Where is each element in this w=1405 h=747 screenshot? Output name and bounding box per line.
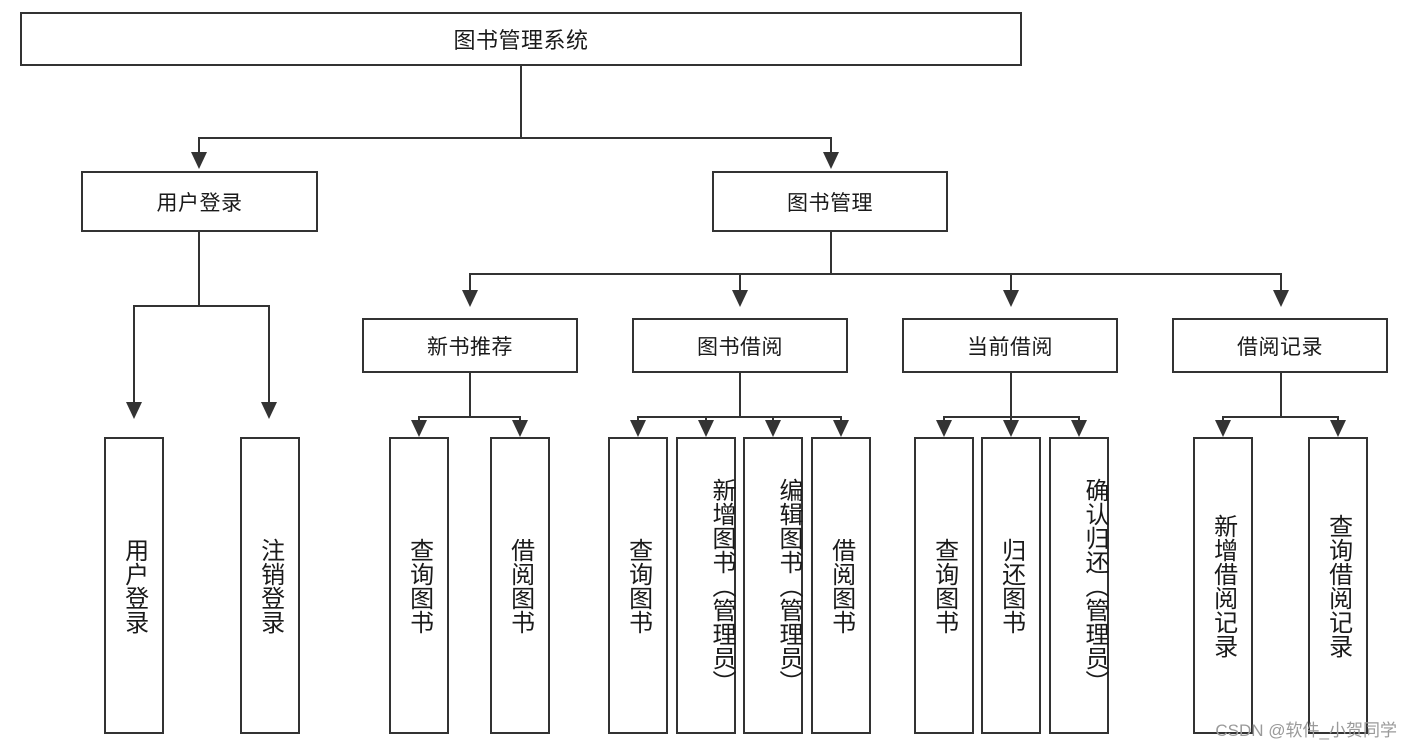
connector-root-stem [520, 66, 522, 138]
node-label: 图书管理 [787, 191, 873, 215]
node-label: 借阅图书 [506, 537, 534, 634]
leaf-query-book-3[interactable]: 查询图书 [914, 437, 974, 734]
node-label: 借阅记录 [1237, 335, 1323, 359]
node-label: 确认归还（管理员） [1081, 477, 1108, 694]
connector-borrow-record-bus [1222, 416, 1339, 418]
arrowhead-br-to-c1 [1215, 420, 1231, 437]
arrowhead-user-login-to-logout [261, 402, 277, 419]
connector-to-new-book [469, 273, 471, 293]
connector-book-borrow-bus [637, 416, 842, 418]
csdn-watermark: CSDN @软件_小贺同学 [1215, 721, 1397, 740]
arrowhead-cb-to-c1 [936, 420, 952, 437]
connector-user-login-bus [133, 305, 268, 307]
node-root-system[interactable]: 图书管理系统 [20, 12, 1022, 66]
arrowhead-cb-to-c2 [1003, 420, 1019, 437]
leaf-add-borrow-record[interactable]: 新增借阅记录 [1193, 437, 1253, 734]
connector-root-to-user-login [198, 137, 200, 155]
connector-root-to-book-mgmt [830, 137, 832, 155]
node-label: 新书推荐 [427, 335, 513, 359]
node-borrow-record[interactable]: 借阅记录 [1172, 318, 1388, 373]
node-label: 新增图书（管理员） [708, 477, 735, 694]
arrowhead-bb-to-c1 [630, 420, 646, 437]
arrowhead-new-book-to-query [411, 420, 427, 437]
arrowhead-root-to-book-mgmt [823, 152, 839, 169]
leaf-borrow-book-2[interactable]: 借阅图书 [811, 437, 871, 734]
connector-book-mgmt-bus [469, 273, 1281, 275]
node-label: 当前借阅 [967, 335, 1053, 359]
node-book-borrow[interactable]: 图书借阅 [632, 318, 848, 373]
node-label: 用户登录 [156, 191, 243, 215]
node-label: 注销登录 [256, 537, 284, 634]
connector-to-book-borrow [739, 273, 741, 293]
arrowhead-to-book-borrow [732, 290, 748, 307]
connector-user-login-to-login [133, 305, 135, 405]
leaf-confirm-return-admin[interactable]: 确认归还（管理员） [1049, 437, 1109, 734]
arrowhead-to-current-borrow [1003, 290, 1019, 307]
node-label: 查询图书 [624, 537, 652, 634]
leaf-edit-book-admin[interactable]: 编辑图书（管理员） [743, 437, 803, 734]
node-label: 新增借阅记录 [1209, 513, 1237, 658]
connector-user-login-to-logout [268, 305, 270, 405]
leaf-add-book-admin[interactable]: 新增图书（管理员） [676, 437, 736, 734]
arrowhead-cb-to-c3 [1071, 420, 1087, 437]
connector-book-borrow-stem [739, 373, 741, 417]
node-user-login[interactable]: 用户登录 [81, 171, 318, 232]
node-new-book-recommend[interactable]: 新书推荐 [362, 318, 578, 373]
connector-new-book-stem [469, 373, 471, 417]
node-book-management[interactable]: 图书管理 [712, 171, 948, 232]
node-label: 归还图书 [997, 537, 1025, 634]
connector-current-borrow-stem [1010, 373, 1012, 417]
connector-to-current-borrow [1010, 273, 1012, 293]
arrowhead-bb-to-c3 [765, 420, 781, 437]
connector-book-mgmt-stem [830, 232, 832, 274]
connector-new-book-bus [418, 416, 521, 418]
connector-user-login-stem [198, 232, 200, 306]
arrowhead-root-to-user-login [191, 152, 207, 169]
leaf-return-book[interactable]: 归还图书 [981, 437, 1041, 734]
arrowhead-bb-to-c4 [833, 420, 849, 437]
arrowhead-new-book-to-borrow [512, 420, 528, 437]
arrowhead-bb-to-c2 [698, 420, 714, 437]
arrowhead-to-new-book [462, 290, 478, 307]
node-label: 图书管理系统 [453, 28, 589, 53]
connector-root-bus [198, 137, 832, 139]
node-label: 查询图书 [405, 537, 433, 634]
node-current-borrow[interactable]: 当前借阅 [902, 318, 1118, 373]
leaf-borrow-book-1[interactable]: 借阅图书 [490, 437, 550, 734]
leaf-query-book-1[interactable]: 查询图书 [389, 437, 449, 734]
node-label: 查询图书 [930, 537, 958, 634]
arrowhead-user-login-to-login [126, 402, 142, 419]
leaf-user-login[interactable]: 用户登录 [104, 437, 164, 734]
connector-borrow-record-stem [1280, 373, 1282, 417]
node-label: 编辑图书（管理员） [775, 477, 802, 694]
node-label: 借阅图书 [827, 537, 855, 634]
node-label: 用户登录 [120, 537, 148, 634]
leaf-query-book-2[interactable]: 查询图书 [608, 437, 668, 734]
leaf-query-borrow-record[interactable]: 查询借阅记录 [1308, 437, 1368, 734]
node-label: 查询借阅记录 [1324, 513, 1352, 658]
leaf-user-logout[interactable]: 注销登录 [240, 437, 300, 734]
connector-to-borrow-record [1280, 273, 1282, 293]
arrowhead-to-borrow-record [1273, 290, 1289, 307]
node-label: 图书借阅 [697, 335, 783, 359]
arrowhead-br-to-c2 [1330, 420, 1346, 437]
